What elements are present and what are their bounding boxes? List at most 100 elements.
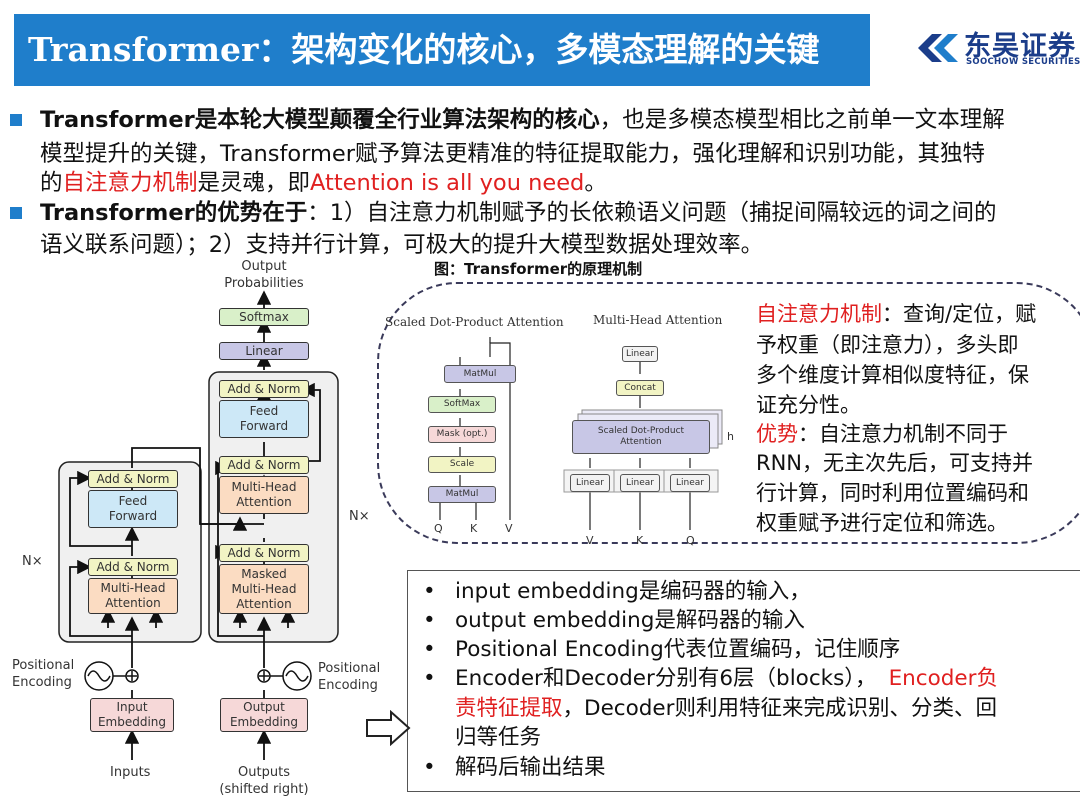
bullet-1-text-a: 的 (40, 170, 63, 196)
mha-q: Q (686, 534, 695, 547)
side-note-1-line-2: 予权重（即注意力），多头即 (756, 333, 1019, 357)
list-item-highlight: 责特征提取 (455, 696, 563, 721)
list-item-text: 归等任务 (455, 725, 542, 750)
mha-linear-top: Linear (622, 346, 658, 362)
mha-linear-v: Linear (570, 474, 610, 492)
bullet-dot: • (423, 579, 436, 604)
decoder-add-norm-3: Add & Norm (219, 380, 309, 398)
encoder-add-norm-1: Add & Norm (88, 558, 178, 576)
bullet-dot: • (423, 666, 436, 691)
input-embedding-block: Input Embedding (90, 698, 174, 732)
bullet-1-line-3: 的自注意力机制是灵魂，即Attention is all you need。 (40, 166, 1080, 200)
decoder-positional-encoding-label: Positional Encoding (318, 661, 381, 693)
bullet-1-line-2: 模型提升的关键，Transformer赋予算法更精准的特征提取能力，强化理解和识… (40, 141, 986, 167)
side-note-1-text: ：查询/定位，赋 (882, 302, 1037, 326)
outputs-label: Outputs (shifted right) (219, 765, 309, 797)
sdpa-q: Q (434, 522, 443, 535)
logo-cn: 东吴证券 (964, 31, 1076, 62)
decoder-add-norm-2: Add & Norm (219, 456, 309, 474)
mha-scaled-dot-product-block: Scaled Dot-Product Attention (572, 420, 710, 454)
bullet-square (10, 207, 22, 219)
logo-en: SOOCHOW SECURITIES (966, 57, 1080, 67)
decoder-nx-label: N× (349, 509, 370, 524)
bullet-2-line-1: Transformer的优势在于：1）自注意力机制赋予的长依赖语义问题（捕捉间隔… (40, 196, 1080, 230)
mha-k: K (636, 534, 644, 547)
attention-detail-box (377, 282, 1080, 544)
side-note-2-line-4: 权重赋予进行定位和筛选。 (756, 511, 1008, 535)
side-note-2-line-3: 行计算，同时利用位置编码和 (756, 481, 1029, 505)
mha-linear-q: Linear (670, 474, 710, 492)
output-probabilities-text: Output Probabilities (224, 259, 304, 291)
list-item: • 解码后输出结果 (423, 753, 606, 782)
mha-v: V (586, 534, 594, 547)
list-item-text: Encoder和Decoder分别有6层（blocks）， (455, 666, 877, 691)
title-bar (14, 14, 870, 86)
bullet-2-text: ：1）自注意力机制赋予的长依赖语义问题（捕捉间隔较远的词之间的 (307, 200, 997, 226)
list-item-text: Positional Encoding代表位置编码，记住顺序 (455, 637, 901, 662)
linear-block: Linear (219, 342, 309, 360)
list-item-highlight: Encoder负 (888, 666, 998, 691)
figure-caption: 图：Transformer的原理机制 (434, 260, 643, 278)
side-note-2-text: ：自注意力机制不同于 (798, 422, 1008, 446)
sdpa-scale: Scale (428, 456, 496, 473)
side-note-2-line-1: 优势：自注意力机制不同于 (756, 420, 1080, 449)
decoder-feed-forward: Feed Forward (219, 400, 309, 438)
page-title-cn: ：架构变化的核心，多模态理解的关键 (258, 30, 820, 69)
list-item-text: ，Decoder则利用特征来完成识别、分类、回 (562, 696, 997, 721)
side-note-1-line-4: 证充分性。 (756, 393, 861, 417)
list-item: • Encoder和Decoder分别有6层（blocks）， Encoder负 (423, 664, 998, 693)
list-item-text: 解码后输出结果 (455, 755, 606, 780)
side-note-2-highlight: 优势 (756, 422, 798, 446)
bullet-2-line-2: 语义联系问题）；2）支持并行计算，可极大的提升大模型数据处理效率。 (40, 232, 764, 258)
encoder-multi-head-attention: Multi-Head Attention (88, 578, 178, 614)
bullet-1-highlight-2: Attention is all you need (310, 170, 585, 196)
page-title-latin: Transformer (28, 30, 259, 69)
sdpa-softmax: SoftMax (428, 396, 496, 413)
mha-title: Multi-Head Attention (593, 313, 723, 327)
encoder-positional-encoding-label: Positional Encoding (12, 658, 75, 690)
output-embedding-block: Output Embedding (220, 698, 308, 732)
sdpa-title: Scaled Dot-Product Attention (385, 315, 564, 329)
bullet-1-line-1: Transformer是本轮大模型颠覆全行业算法架构的核心，也是多模态模型相比之… (40, 103, 1080, 137)
bullet-1-text: ，也是多模态模型相比之前单一文本理解 (599, 107, 1005, 133)
side-note-2-line-2: RNN，无主次先后，可支持并 (756, 451, 1034, 475)
bullet-1-text-b: 是灵魂，即 (197, 170, 311, 196)
bullet-2-bold: Transformer的优势在于 (40, 200, 308, 226)
output-probabilities-label: Output Probabilities (222, 258, 306, 292)
side-note-1-line-1: 自注意力机制：查询/定位，赋 (756, 300, 1080, 329)
list-item-text: output embedding是解码器的输入 (455, 608, 805, 633)
list-item-text: input embedding是编码器的输入， (455, 579, 811, 604)
sdpa-v: V (505, 522, 513, 535)
bullet-dot: • (423, 608, 436, 633)
sdpa-matmul-top: MatMul (444, 365, 516, 383)
inputs-label: Inputs (110, 765, 151, 780)
bullet-1-bold: Transformer是本轮大模型颠覆全行业算法架构的核心 (40, 107, 600, 133)
mha-linear-k: Linear (620, 474, 660, 492)
bullet-1-highlight-1: 自注意力机制 (62, 170, 198, 196)
encoder-nx-label: N× (22, 554, 43, 569)
list-item: • Positional Encoding代表位置编码，记住顺序 (423, 635, 900, 664)
decoder-add-norm-1: Add & Norm (219, 544, 309, 562)
transformer-diagram-connectors (58, 290, 339, 760)
soochow-logo-icon (918, 34, 958, 62)
mha-concat: Concat (616, 380, 664, 396)
list-item-continuation: 归等任务 (423, 723, 541, 752)
mha-h-label: h (727, 430, 734, 443)
sdpa-mask: Mask (opt.) (428, 426, 496, 443)
decoder-masked-multi-head-attention: Masked Multi-Head Attention (219, 564, 309, 614)
decoder-multi-head-attention: Multi-Head Attention (219, 476, 309, 514)
bullet-dot: • (423, 637, 436, 662)
sdpa-matmul-bottom: MatMul (428, 486, 496, 503)
list-item: • output embedding是解码器的输入 (423, 606, 805, 635)
side-note-1-line-3: 多个维度计算相似度特征，保 (756, 363, 1029, 387)
soochow-logo: 东吴证券 SOOCHOW SECURITIES (916, 26, 1080, 74)
explanation-box (407, 570, 1080, 792)
list-item: • input embedding是编码器的输入， (423, 577, 811, 606)
encoder-add-norm-2: Add & Norm (88, 470, 178, 488)
bullet-square (10, 114, 22, 126)
bullet-1-text-c: 。 (584, 170, 607, 196)
bullet-dot: • (423, 755, 436, 780)
sdpa-k: K (470, 522, 478, 535)
softmax-block: Softmax (219, 308, 309, 326)
encoder-feed-forward: Feed Forward (88, 490, 178, 528)
